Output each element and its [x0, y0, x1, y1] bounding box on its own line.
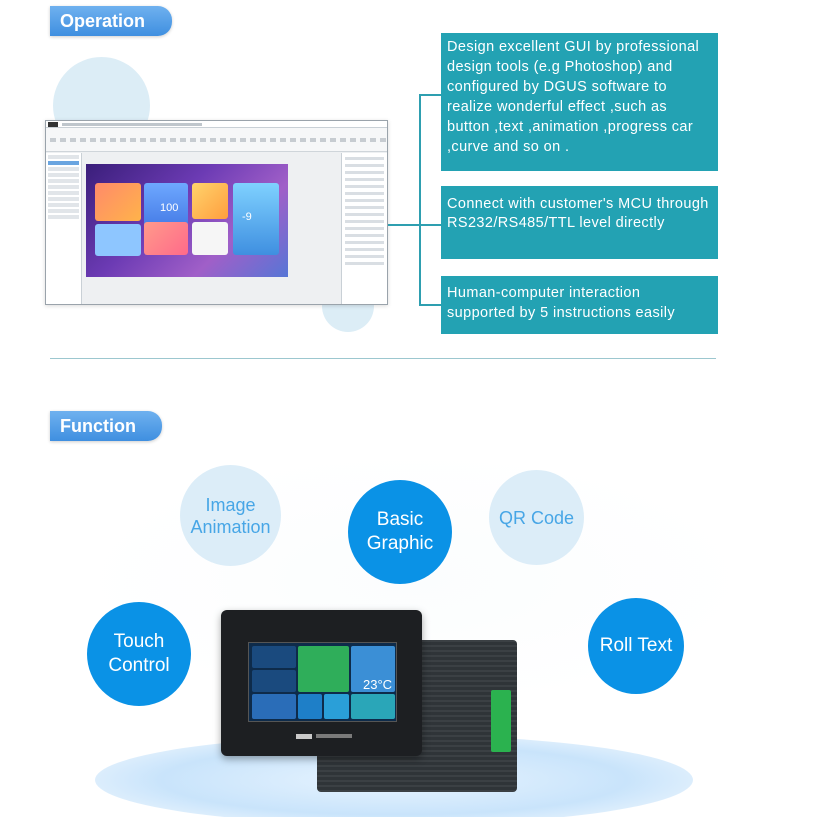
dial-tile: [95, 224, 141, 256]
feature-qr-code: QR Code: [489, 470, 584, 565]
connector-line: [419, 304, 441, 306]
device-connector: [491, 690, 511, 752]
software-properties-panel: [341, 153, 387, 304]
info-box-interaction: Human-computer interaction supported by …: [441, 276, 718, 334]
software-design-canvas: 100 -9: [86, 164, 288, 277]
connector-line: [419, 224, 441, 226]
software-toolbar: [46, 128, 387, 152]
gauge-tile: [95, 183, 141, 221]
software-left-panel: [46, 153, 82, 304]
tile-value: 100: [160, 202, 179, 214]
function-section-tag: Function: [50, 411, 162, 441]
device-temperature-readout: 23°C: [363, 677, 393, 692]
device-logo-icon: [296, 734, 312, 739]
device-brand-mark: [316, 734, 352, 738]
icon-tile: [192, 183, 228, 219]
section-divider: [50, 358, 716, 359]
feature-roll-text: Roll Text: [588, 598, 684, 694]
info-box-design: Design excellent GUI by professional des…: [441, 33, 718, 171]
tile-value: -9: [242, 211, 252, 223]
chart-tile: [144, 222, 188, 255]
connector-line: [388, 224, 420, 226]
operation-section-tag: Operation: [50, 6, 172, 36]
connector-line: [419, 94, 421, 306]
software-logo-icon: [48, 122, 58, 127]
weather-tile: [233, 183, 279, 255]
info-box-connect: Connect with customer's MCU through RS23…: [441, 186, 718, 259]
device-screen: [248, 642, 397, 722]
button-tile: [192, 222, 228, 255]
dgus-software-screenshot: 100 -9: [45, 120, 388, 305]
connector-line: [419, 94, 441, 96]
software-title-bar: [46, 121, 387, 128]
